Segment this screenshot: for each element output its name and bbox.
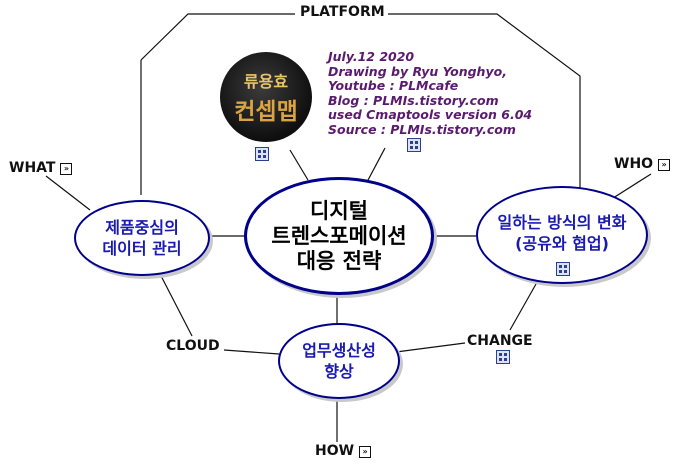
credit-text: July.12 2020 Drawing by Ryu Yonghyo, You… <box>328 49 533 137</box>
logo-line1: 류용효 <box>243 72 289 91</box>
what-label-wrap[interactable]: WHAT » <box>9 160 73 176</box>
cmap-resource-icon[interactable] <box>407 138 421 152</box>
line-platform-right <box>388 13 581 190</box>
center-node[interactable]: 디지털 트렌스포메이션 대응 전략 <box>244 177 434 295</box>
line-info-center <box>366 147 386 183</box>
left-node[interactable]: 제품중심의 데이터 관리 <box>74 200 210 276</box>
credit-line: Drawing by Ryu Yonghyo, <box>328 63 507 79</box>
line-what-left <box>45 175 91 211</box>
platform-label[interactable]: PLATFORM <box>300 4 385 20</box>
link-box-icon: » <box>60 163 73 175</box>
credit-line: Blog : PLMIs.tistory.com <box>328 92 499 108</box>
change-label[interactable]: CHANGE <box>467 333 533 349</box>
cmap-resource-icon[interactable] <box>496 350 510 364</box>
link-box-icon: » <box>658 159 671 171</box>
how-label: HOW <box>315 443 355 459</box>
link-box-icon: » <box>359 446 372 458</box>
who-label-wrap[interactable]: WHO » <box>614 156 671 172</box>
how-label-wrap[interactable]: HOW » <box>315 443 372 459</box>
credit-line: used Cmaptools version 6.04 <box>328 107 533 122</box>
who-label: WHO <box>614 156 654 172</box>
logo-image: 류용효 컨셉맵 <box>220 52 312 142</box>
credit-line: July.12 2020 <box>328 49 415 64</box>
credit-line: Youtube : PLMcafe <box>328 78 459 93</box>
logo-line2: 컨셉맵 <box>234 98 298 125</box>
cloud-label[interactable]: CLOUD <box>166 338 220 354</box>
line-change-bottom <box>395 342 466 353</box>
line-platform-left <box>140 13 295 61</box>
cmap-resource-icon[interactable] <box>255 147 269 161</box>
line-left-cloud <box>157 269 193 337</box>
line-logo-center <box>289 149 309 181</box>
cmap-resource-icon[interactable] <box>556 262 570 276</box>
line-right-change <box>509 283 537 331</box>
line-who-right <box>609 173 652 201</box>
what-label: WHAT <box>9 160 56 176</box>
credit-line: Source : PLMIs.tistory.com <box>328 121 516 137</box>
bottom-node[interactable]: 업무생산성 향상 <box>278 323 400 399</box>
line-cloud-bottom <box>223 349 280 355</box>
